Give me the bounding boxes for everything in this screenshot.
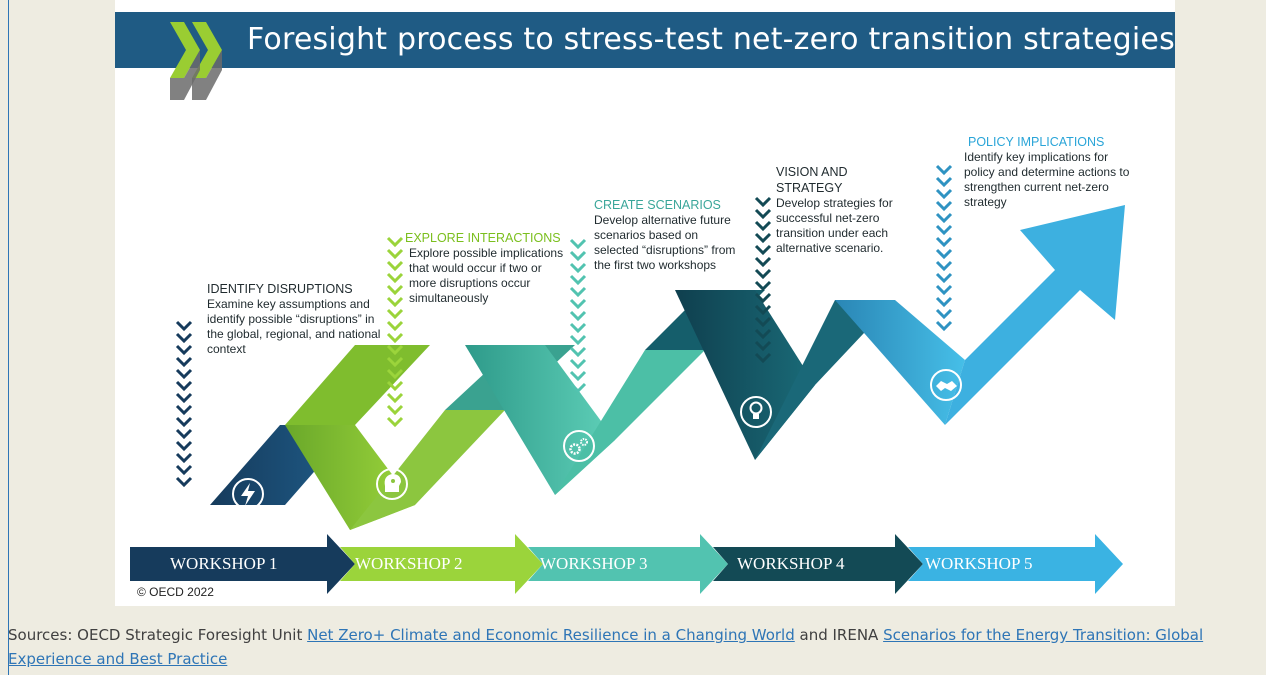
step-5-text: POLICY IMPLICATIONS Identify key implica…: [964, 134, 1134, 210]
workshop-arrow-4: [713, 534, 923, 594]
chevron-column-1: [175, 320, 193, 488]
chevron-column-4: [754, 196, 772, 364]
title-banner: [115, 12, 1175, 68]
chevron-column-3: [569, 238, 587, 394]
handshake-icon: [930, 369, 962, 401]
figure-title: Foresight process to stress-test net-zer…: [247, 22, 1175, 57]
workshop-arrow-2: [340, 534, 543, 594]
copyright-notice: © OECD 2022: [137, 585, 214, 599]
step-2-text: EXPLORE INTERACTIONS Explore possible im…: [404, 230, 564, 306]
step-3-text: CREATE SCENARIOS Develop alternative fut…: [594, 197, 744, 273]
head-gears-icon: [376, 468, 408, 500]
workshop-arrow-1: [130, 534, 355, 594]
gears-icon: [563, 430, 595, 462]
lightning-bolt-icon: [232, 478, 264, 510]
workshop-3-label: WORKSHOP 3: [540, 554, 648, 573]
chevron-column-2: [386, 236, 404, 428]
lightbulb-icon: [740, 396, 772, 428]
workshop-4-label: WORKSHOP 4: [737, 554, 845, 573]
sources-middle: and IRENA: [794, 626, 884, 644]
workshop-5-label: WORKSHOP 5: [925, 554, 1033, 573]
segment-dark-teal: [675, 290, 815, 460]
step-3-description: Develop alternative future scenarios bas…: [594, 213, 736, 272]
segment-blue: [835, 300, 965, 425]
step-1-text: IDENTIFY DISRUPTIONS Examine key assumpt…: [207, 281, 382, 357]
step-1-description: Examine key assumptions and identify pos…: [207, 297, 381, 356]
workshop-1-label: WORKSHOP 1: [170, 554, 278, 573]
segment-blue-rise: [945, 205, 1125, 425]
segment-teal-rise: [555, 350, 705, 495]
step-2-heading: EXPLORE INTERACTIONS: [405, 231, 561, 245]
workshop-arrow-5: [908, 534, 1123, 594]
workshop-2-label: WORKSHOP 2: [355, 554, 463, 573]
irena-report-link[interactable]: Scenarios for the Energy Transition: Glo…: [8, 626, 1204, 668]
step-1-heading: IDENTIFY DISRUPTIONS: [207, 282, 353, 296]
chevron-column-5: [935, 164, 953, 332]
foresight-process-figure: Foresight process to stress-test net-zer…: [115, 0, 1175, 606]
sources-prefix: Sources: OECD Strategic Foresight Unit: [8, 626, 308, 644]
step-5-description: Identify key implications for policy and…: [964, 150, 1130, 209]
step-5-heading: POLICY IMPLICATIONS: [968, 135, 1105, 149]
step-4-heading: VISION AND STRATEGY: [776, 165, 848, 195]
step-2-description: Explore possible implications that would…: [409, 246, 564, 305]
oecd-chevron-logo: [170, 22, 222, 100]
segment-teal: [465, 345, 615, 495]
segment-green-rise: [350, 410, 505, 530]
workshop-arrow-3: [528, 534, 728, 594]
oecd-report-link[interactable]: Net Zero+ Climate and Economic Resilienc…: [307, 626, 795, 644]
step-4-description: Develop strategies for successful net-ze…: [776, 196, 893, 255]
sources-caption: Sources: OECD Strategic Foresight Unit N…: [8, 623, 1263, 671]
step-3-heading: CREATE SCENARIOS: [594, 198, 721, 212]
zigzag-arrow-diagram: [130, 164, 1125, 594]
segment-dark-teal-rise: [755, 300, 895, 460]
left-border-rule: [8, 0, 9, 675]
segment-green-up: [285, 345, 430, 425]
step-4-text: VISION AND STRATEGY Develop strategies f…: [776, 164, 916, 256]
